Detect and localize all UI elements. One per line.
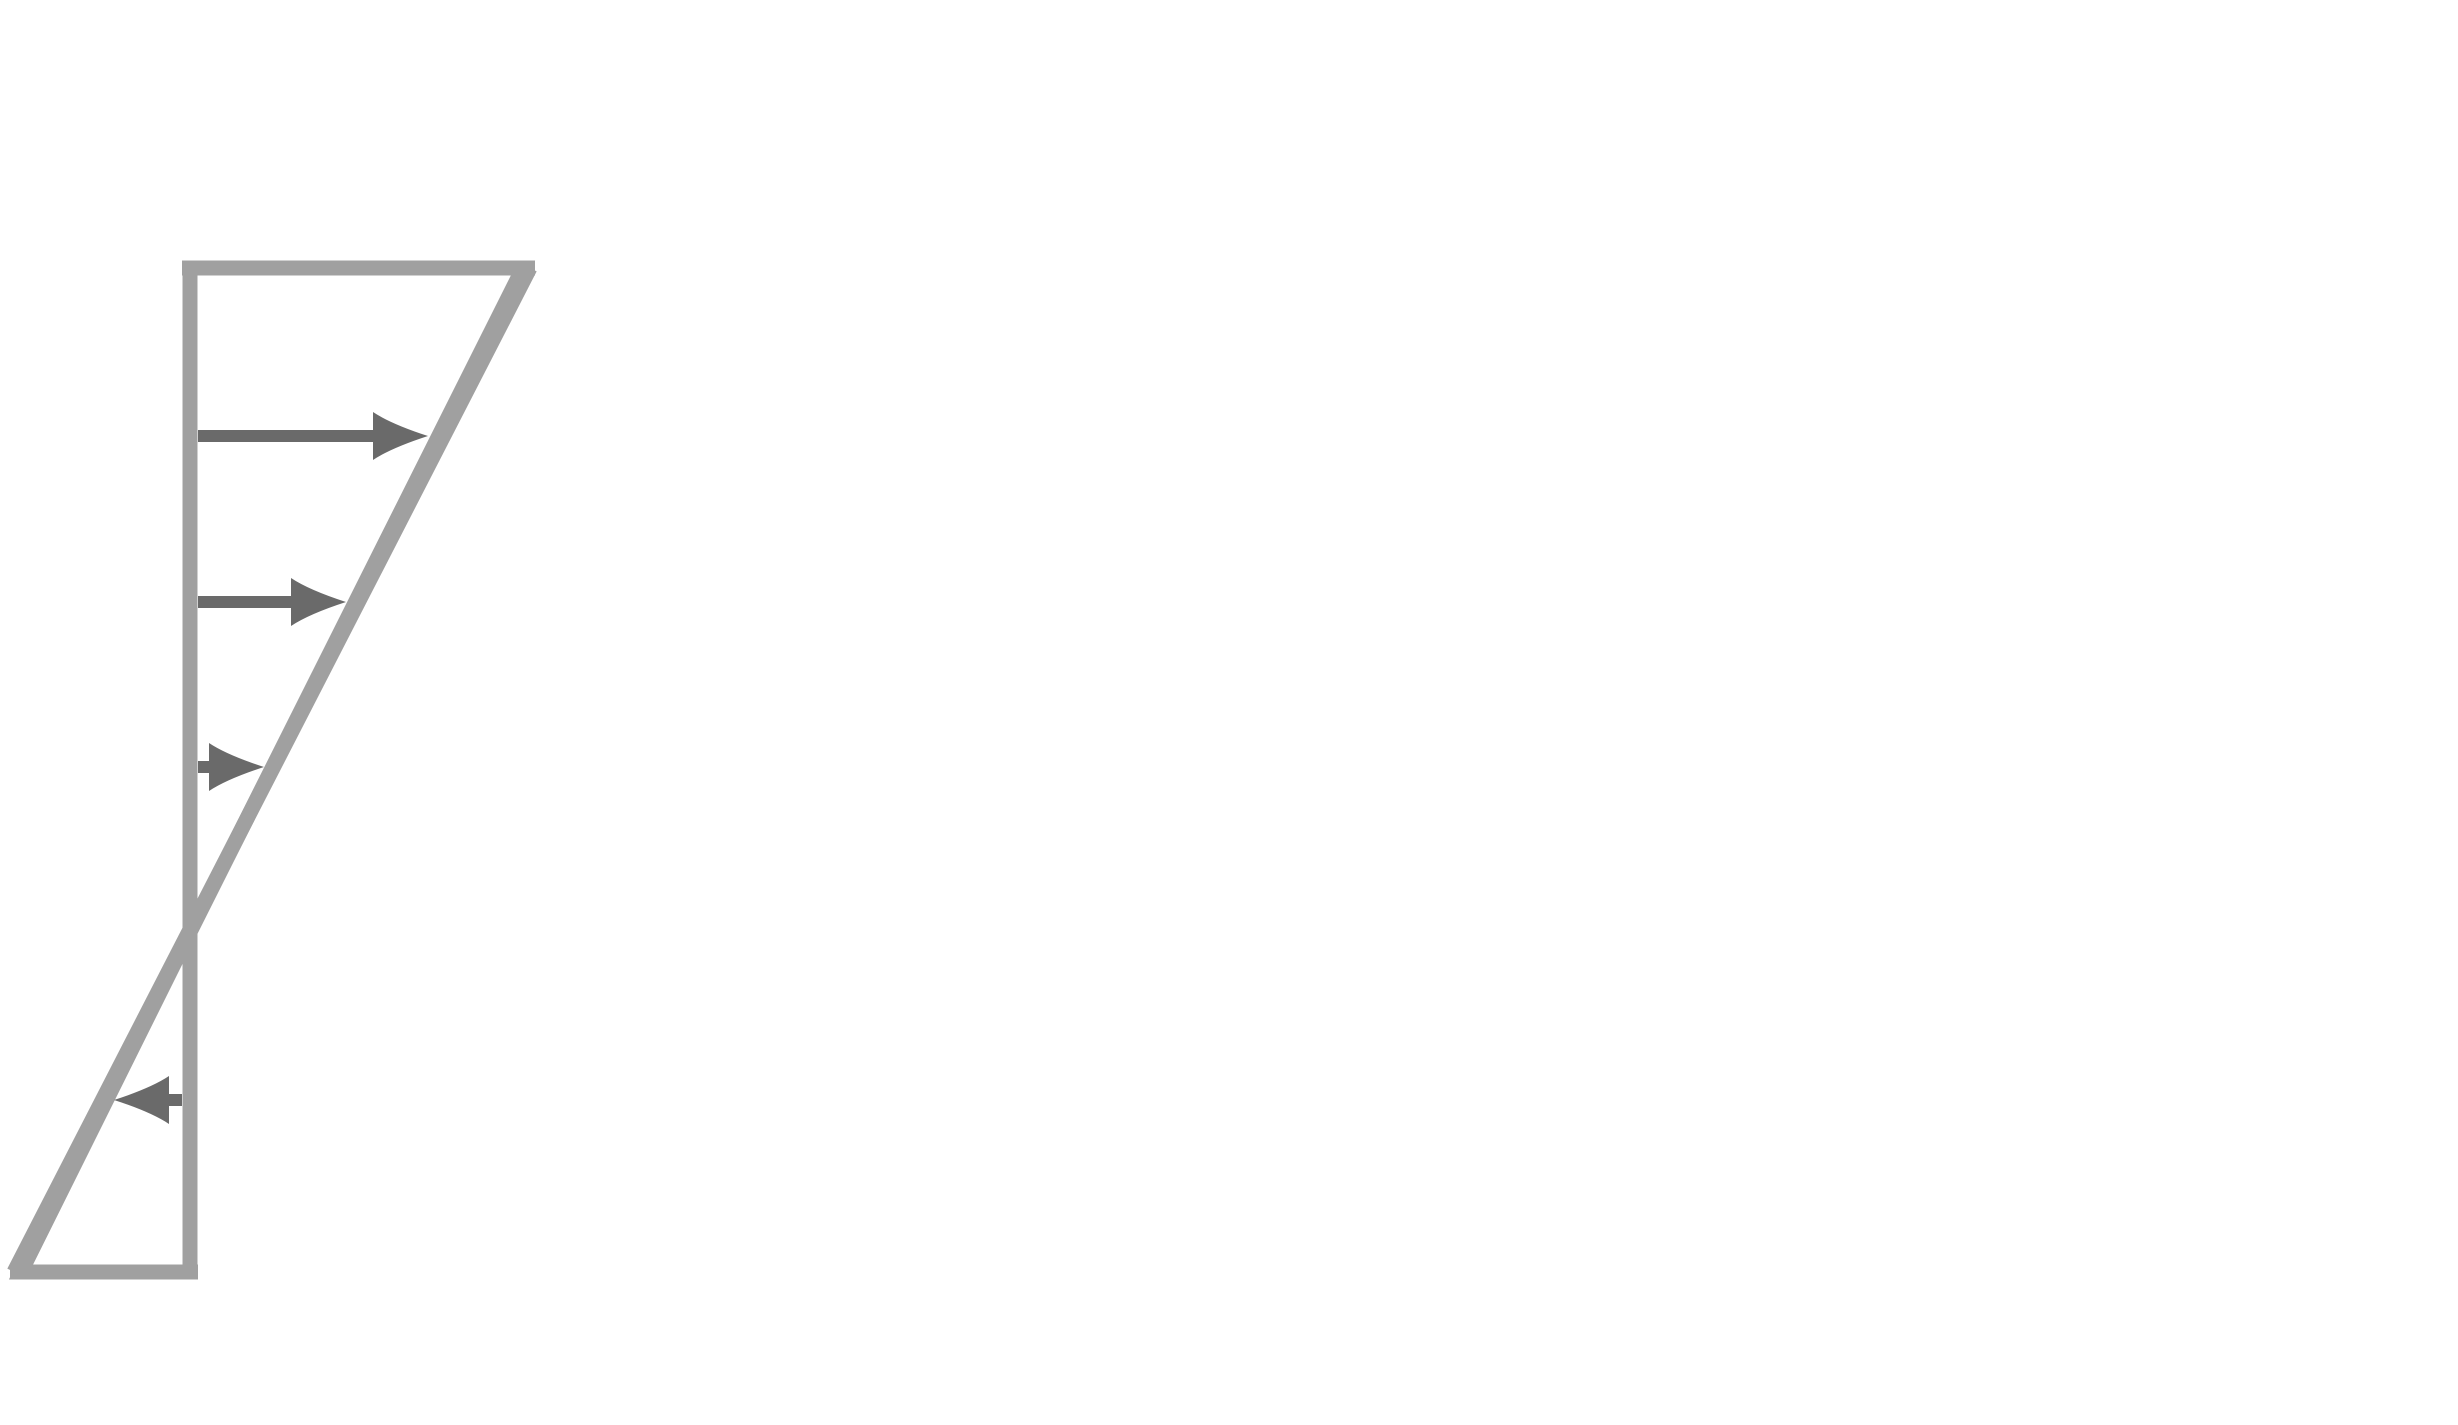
- arrow-head: [373, 412, 428, 460]
- force-arrow-3: [198, 743, 264, 791]
- arrow-head: [114, 1076, 169, 1124]
- sloped-boundary: [7, 264, 537, 1276]
- force-arrow-4: [114, 1076, 182, 1124]
- force-arrow-1: [198, 412, 428, 460]
- force-arrows: [114, 412, 428, 1124]
- arrow-head: [209, 743, 264, 791]
- force-arrow-2: [198, 578, 346, 626]
- arrow-head: [291, 578, 346, 626]
